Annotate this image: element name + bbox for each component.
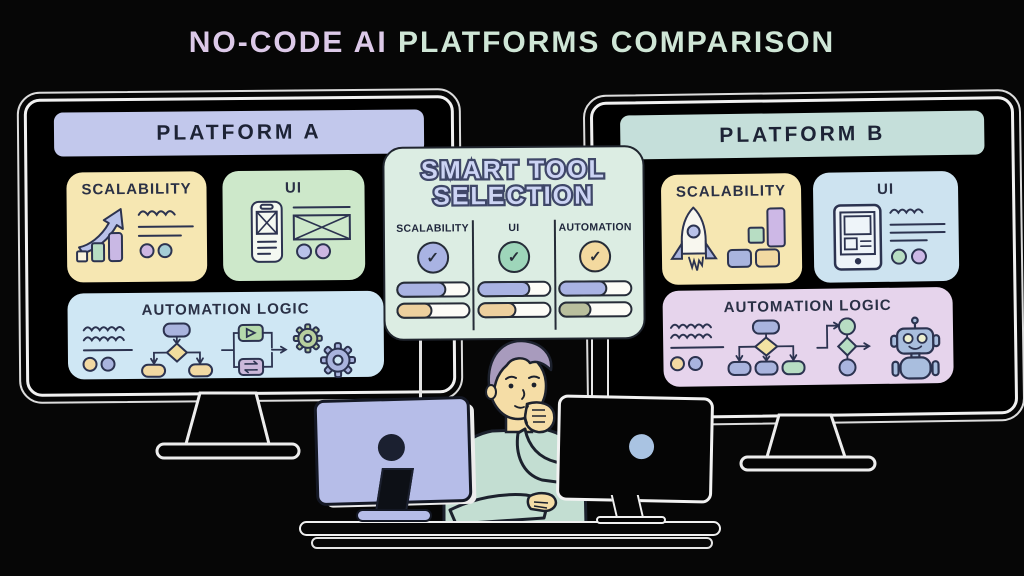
smart-column-ui: UI ✓ — [472, 219, 555, 331]
rating-bar-fill — [395, 281, 447, 298]
rating-bar-fill — [477, 280, 531, 298]
monitor-logo-dot — [377, 433, 406, 462]
person-fist-on-chin — [523, 401, 556, 434]
monitor-logo-dot — [628, 433, 655, 460]
platform-a-automation-label: AUTOMATION LOGIC — [141, 300, 310, 319]
rating-bar-fill — [477, 301, 517, 319]
desk-edge — [311, 537, 713, 549]
platform-b-scalability-card: SCALABILITY — [660, 173, 803, 285]
rating-bar — [395, 281, 471, 298]
platform-a-ui-card: UI — [222, 169, 366, 282]
smart-tool-selection-panel: SMART TOOL SELECTION SCALABILITY✓UI✓AUTO… — [382, 145, 646, 341]
platform-a-monitor-stand — [155, 391, 301, 460]
smart-tool-selection-title: SMART TOOL SELECTION — [419, 153, 609, 213]
tablet-wireframe-icon — [832, 203, 946, 271]
platform-b-automation-label: AUTOMATION LOGIC — [723, 296, 892, 317]
platform-a-automation-card: AUTOMATION LOGIC — [67, 290, 385, 380]
platform-a-monitor: PLATFORM A SCALABILITY UI — [23, 95, 457, 397]
rating-bar-fill — [558, 301, 592, 318]
platform-a-scalability-label: SCALABILITY — [81, 180, 192, 199]
rating-bar — [558, 301, 633, 318]
platform-b-automation-card: AUTOMATION LOGIC — [662, 286, 954, 387]
small-monitor-right-base — [596, 516, 666, 524]
small-monitor-right-back — [555, 394, 715, 504]
panel-title-line2: SELECTION — [433, 181, 594, 210]
smart-column-label: UI — [508, 221, 520, 235]
smart-panel-columns: SCALABILITY ✓ UI ✓ AUTOMATION ✓ — [393, 219, 636, 331]
sign-pole-left — [419, 334, 422, 402]
platform-b-monitor-stand — [739, 413, 877, 472]
check-icon: ✓ — [497, 240, 531, 274]
rating-bar — [396, 302, 471, 319]
panel-title-line1: SMART TOOL — [421, 155, 606, 184]
growth-arrow-chart-icon — [76, 208, 194, 263]
rocket-blocks-icon — [670, 206, 786, 271]
platform-a-header: PLATFORM A — [53, 109, 425, 157]
check-icon: ✓ — [416, 241, 449, 274]
page-title-accent-2: PLATFORMS COMPARISON — [398, 26, 836, 59]
phone-wireframe-icon — [250, 200, 351, 263]
rating-bar — [558, 280, 633, 297]
gear-icon — [319, 342, 357, 379]
flowchart-robot-icon — [669, 316, 941, 380]
page-title-accent-1: NO-CODE AI — [188, 26, 398, 59]
person-hair — [487, 339, 553, 394]
platform-b-header: PLATFORM B — [619, 110, 985, 160]
desk-top — [299, 521, 721, 536]
rating-bar-fill — [396, 302, 433, 319]
platform-a-ui-label: UI — [284, 179, 303, 197]
person-ear — [485, 384, 497, 400]
page-title: NO-CODE AI PLATFORMS COMPARISON — [0, 26, 1024, 60]
rating-bar — [477, 280, 552, 298]
platform-b-ui-label: UI — [876, 180, 895, 198]
smart-column-label: SCALABILITY — [396, 222, 469, 235]
smart-column-scalability: SCALABILITY ✓ — [393, 220, 473, 331]
platform-b-scalability-label: SCALABILITY — [675, 182, 787, 201]
platform-b-ui-card: UI — [812, 170, 960, 283]
smart-column-automation: AUTOMATION ✓ — [553, 219, 636, 330]
smart-column-label: AUTOMATION — [558, 221, 632, 234]
robot-icon — [890, 316, 941, 380]
platform-b-monitor: PLATFORM B SCALABILITY UI — [589, 96, 1019, 420]
flowchart-gears-icon — [82, 322, 357, 379]
rating-bar — [477, 301, 552, 319]
small-monitor-left-base — [356, 509, 432, 522]
gear-icon — [292, 323, 323, 354]
platform-a-scalability-card: SCALABILITY — [66, 171, 208, 283]
rating-bar-fill — [558, 280, 608, 297]
check-icon: ✓ — [579, 240, 612, 273]
